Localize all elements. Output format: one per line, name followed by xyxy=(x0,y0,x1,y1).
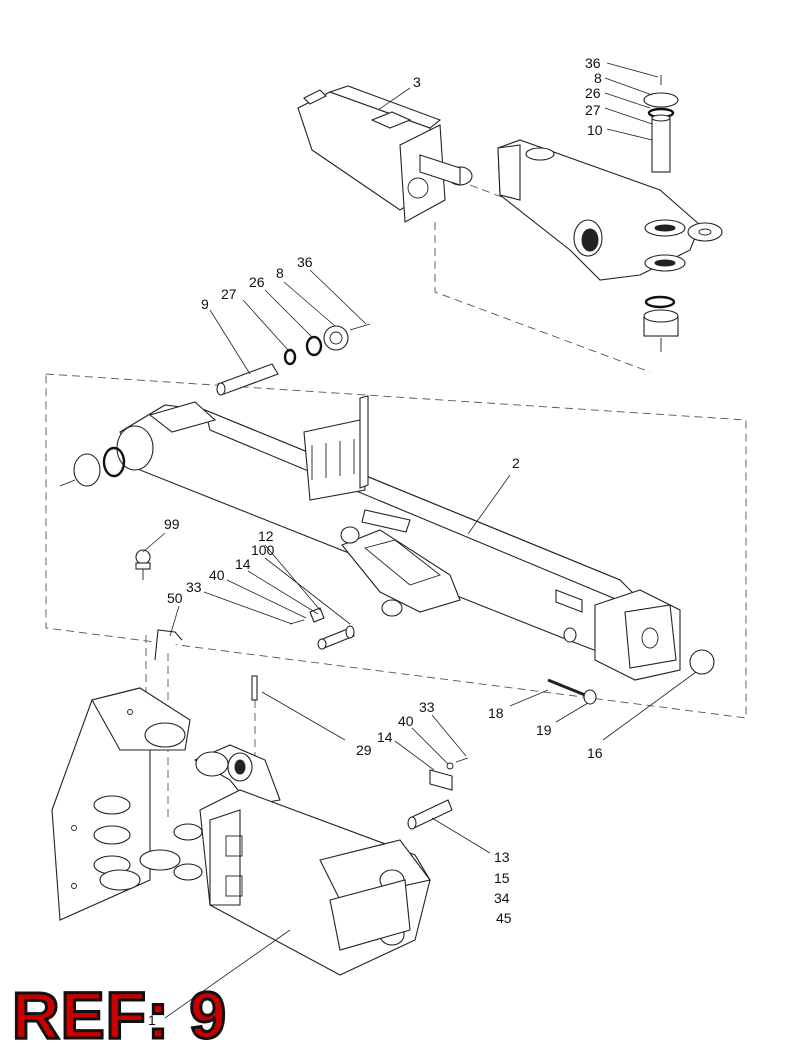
callout-50: 50 xyxy=(167,590,183,606)
callout-26-top: 26 xyxy=(585,85,601,101)
upper-kingpin-stack xyxy=(643,75,679,173)
lower-lock-assembly xyxy=(429,757,469,791)
callout-14-low: 14 xyxy=(377,729,393,745)
callout-26-mid: 26 xyxy=(249,274,265,290)
callout-36-top: 36 xyxy=(585,55,601,71)
callout-labels: 3 36 8 26 27 10 9 27 26 8 36 2 99 12 100… xyxy=(148,55,603,1028)
callout-1: 1 xyxy=(148,1012,156,1028)
callout-15: 15 xyxy=(494,870,510,886)
callout-3: 3 xyxy=(413,74,421,90)
callout-33-mid: 33 xyxy=(186,579,202,595)
end-cap-16 xyxy=(689,649,715,675)
pivot-bracket xyxy=(497,139,723,281)
callout-40-low: 40 xyxy=(398,713,414,729)
bolt-and-washer xyxy=(547,678,597,705)
callout-8-mid: 8 xyxy=(276,265,284,281)
leader-lines xyxy=(142,62,697,1019)
callout-100: 100 xyxy=(251,542,275,558)
callout-19: 19 xyxy=(536,722,552,738)
locking-pin-assembly xyxy=(289,607,355,650)
pin-13 xyxy=(407,799,453,830)
callout-10: 10 xyxy=(587,122,603,138)
callout-9: 9 xyxy=(201,296,209,312)
callout-12: 12 xyxy=(258,528,274,544)
callout-29: 29 xyxy=(356,742,372,758)
lower-kingpin-stack xyxy=(643,295,679,352)
callout-27-mid: 27 xyxy=(221,286,237,302)
callout-27-top: 27 xyxy=(585,102,601,118)
rod-29 xyxy=(251,675,258,701)
callout-99: 99 xyxy=(164,516,180,532)
callout-33-low: 33 xyxy=(419,699,435,715)
pivot-pin-assembly xyxy=(216,323,371,396)
callout-40-mid: 40 xyxy=(209,567,225,583)
main-axle-beam xyxy=(116,395,681,681)
callout-36-mid: 36 xyxy=(297,254,313,270)
reference-badge: REF: 9 xyxy=(10,978,228,1052)
callout-18: 18 xyxy=(488,705,504,721)
callout-13: 13 xyxy=(494,849,510,865)
spring-clip xyxy=(154,629,183,661)
main-support-bracket xyxy=(51,687,431,976)
left-end-cap xyxy=(59,446,126,487)
callout-45: 45 xyxy=(496,910,512,926)
callout-14-mid: 14 xyxy=(235,556,251,572)
eye-bolt xyxy=(135,549,151,580)
callout-34: 34 xyxy=(494,890,510,906)
callout-16: 16 xyxy=(587,745,603,761)
callout-2: 2 xyxy=(512,455,520,471)
upper-steering-arm xyxy=(297,85,473,223)
callout-8-top: 8 xyxy=(594,70,602,86)
